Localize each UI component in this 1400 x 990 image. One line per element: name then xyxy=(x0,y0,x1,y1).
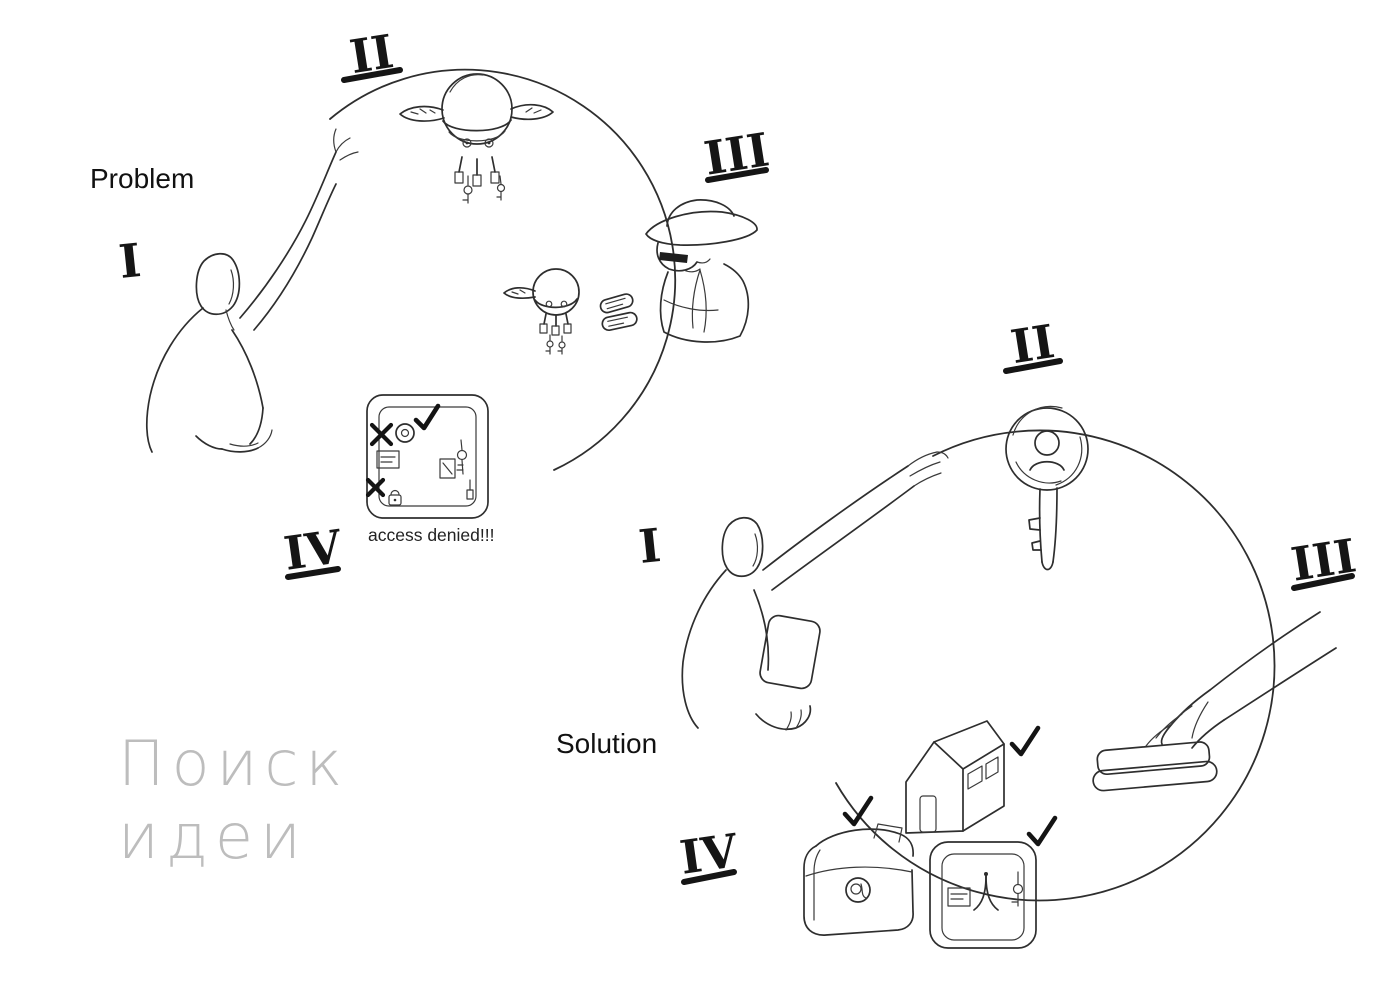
tablet-in-hand xyxy=(759,614,821,690)
key-face-head xyxy=(1034,430,1060,456)
solution-title: Solution xyxy=(556,728,657,759)
lock-icon xyxy=(388,489,402,506)
problem-numeral-3: III xyxy=(701,122,773,185)
spy-hat-crown xyxy=(666,199,735,227)
spy-figure xyxy=(645,199,758,343)
solution-diagram: Solution I II III IV xyxy=(556,314,1360,949)
solution-person-figure xyxy=(681,451,949,731)
robot-right-flipper xyxy=(510,103,554,121)
identity-key-figure xyxy=(1005,405,1089,571)
scroll-icon xyxy=(599,293,638,332)
robot-large-figure xyxy=(399,73,554,204)
numeral-iii-underline xyxy=(1291,573,1355,591)
problem-person-figure xyxy=(146,128,359,453)
watermark-line1: Поиск xyxy=(118,727,349,800)
solution-numeral-2: II xyxy=(1003,314,1063,374)
card-icon xyxy=(376,450,400,469)
key-halo-outer xyxy=(1005,407,1089,491)
safe-keypad xyxy=(947,887,971,907)
door-frame xyxy=(366,394,489,519)
house-figure xyxy=(905,720,1005,834)
house-door xyxy=(919,795,937,833)
solution-numeral-4: IV xyxy=(677,823,742,885)
house-window xyxy=(985,756,999,780)
problem-diagram: Problem I II III IV xyxy=(90,24,773,581)
at-sign-icon xyxy=(845,877,871,903)
checkmark-icon xyxy=(1009,725,1041,757)
key-icon xyxy=(557,335,566,355)
tassel-icon xyxy=(466,479,474,500)
locked-door-figure xyxy=(365,394,489,519)
hand-press-figure xyxy=(1092,611,1337,792)
wallet-figure xyxy=(803,823,914,936)
key-icon xyxy=(1011,871,1024,907)
checkmark-icon xyxy=(413,403,441,431)
access-denied-label: access denied!!! xyxy=(368,525,494,545)
problem-numeral-1: I xyxy=(116,233,143,289)
solution-numeral-3: III xyxy=(1288,528,1360,591)
problem-title: Problem xyxy=(90,163,194,194)
checkmark-icon xyxy=(1026,815,1058,847)
key-icon xyxy=(545,334,554,355)
numeral-i-text: I xyxy=(116,233,143,289)
x-mark-icon xyxy=(365,477,386,498)
problem-numeral-2: II xyxy=(341,24,403,84)
solution-cycle-arc xyxy=(835,429,1276,902)
safe-hook xyxy=(973,872,999,911)
numeral-iii-underline xyxy=(705,167,769,183)
safe-figure xyxy=(929,841,1037,949)
watermark-line2: идеи xyxy=(118,800,308,873)
stamp-card xyxy=(1092,741,1218,792)
numeral-ii-underline xyxy=(341,67,403,83)
key-icon xyxy=(456,439,468,475)
house-window xyxy=(967,765,983,790)
door-panel xyxy=(378,406,477,507)
numeral-i-text: I xyxy=(636,518,663,574)
watermark-title: Поиск идеи xyxy=(118,727,349,873)
numeral-iv-underline xyxy=(285,566,341,580)
wallet-card xyxy=(873,823,903,843)
spy-hat-brim xyxy=(645,210,758,246)
spy-sunglasses xyxy=(659,252,688,263)
problem-cycle-arc xyxy=(329,68,677,471)
picture-frame-icon xyxy=(439,458,456,479)
x-mark-icon xyxy=(369,422,394,447)
numeral-iv-underline xyxy=(681,869,737,885)
robot-left-flipper xyxy=(399,105,445,122)
solution-numeral-1: I xyxy=(636,518,663,574)
key-icon xyxy=(462,175,473,204)
key-icon xyxy=(496,175,506,201)
spy-coat xyxy=(659,263,750,343)
checkmark-icon xyxy=(842,795,874,827)
robot-small-figure xyxy=(503,268,580,355)
problem-numeral-4: IV xyxy=(281,519,346,581)
door-knob xyxy=(395,423,415,443)
numeral-ii-underline xyxy=(1003,358,1063,374)
key-face-shoulders xyxy=(1029,460,1065,471)
